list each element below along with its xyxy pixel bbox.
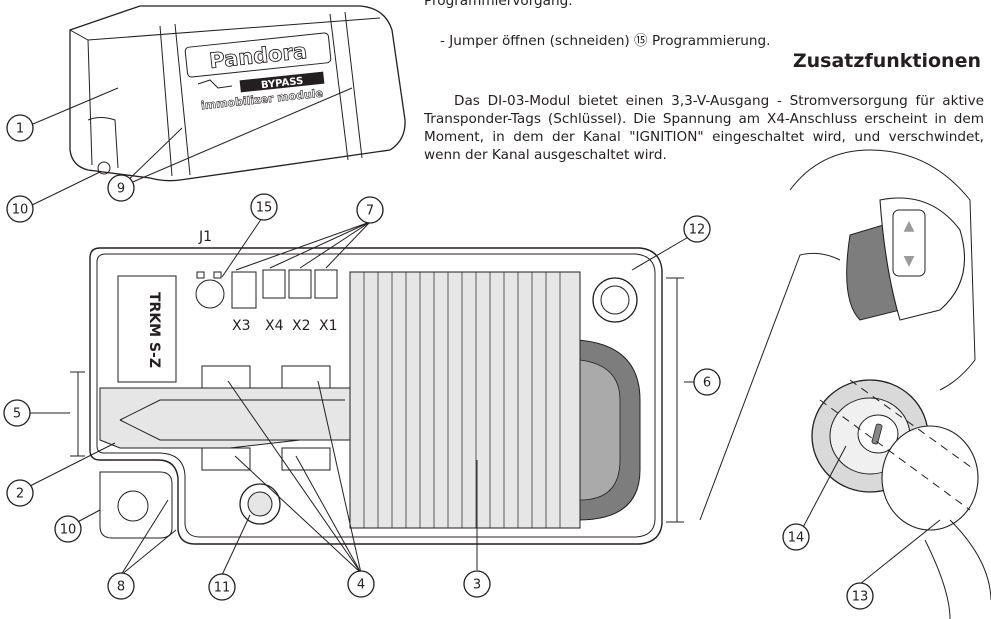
svg-text:10: 10: [12, 203, 29, 218]
board-illustration: TRKM S-Z: [70, 229, 684, 545]
callout-9: 9: [107, 174, 135, 202]
callout-4: 4: [347, 570, 375, 598]
text-jumper-instruction: - Jumper öffnen (schneiden) ⑮ Programmie…: [440, 33, 771, 49]
callout-3: 3: [463, 570, 491, 598]
svg-text:10: 10: [60, 523, 77, 538]
arrow-down-icon: ▼: [904, 253, 915, 269]
callout-14: 14: [782, 523, 810, 551]
connector-label-x4: X4: [265, 318, 284, 334]
callout-2: 2: [6, 479, 34, 507]
svg-text:9: 9: [117, 182, 125, 197]
callout-5: 5: [3, 399, 31, 427]
jumper-label: J1: [198, 229, 212, 245]
svg-text:2: 2: [16, 487, 24, 502]
section-heading: Zusatzfunktionen: [792, 50, 981, 72]
connector-label-x3: X3: [232, 318, 251, 334]
callout-12: 12: [683, 215, 711, 243]
svg-text:4: 4: [357, 578, 365, 593]
callout-8: 8: [107, 572, 135, 600]
svg-text:6: 6: [703, 376, 711, 391]
callout-11: 11: [208, 573, 236, 601]
svg-text:7: 7: [366, 204, 374, 219]
bypass-label: BYPASS: [260, 76, 303, 91]
callout-1: 1: [6, 114, 34, 142]
module-box-illustration: Pandora BYPASS immobilizer module: [69, 5, 406, 182]
callout-7: 7: [356, 196, 384, 224]
callout-6: 6: [693, 368, 721, 396]
callout-13: 13: [846, 582, 874, 610]
ignition-lock-illustration: ▲ ▼: [699, 149, 991, 619]
svg-text:11: 11: [214, 581, 231, 596]
callout-10-top: 10: [6, 195, 34, 223]
connector-label-x1: X1: [319, 318, 338, 334]
callout-10-bottom: 10: [54, 515, 82, 543]
svg-text:5: 5: [13, 407, 21, 422]
svg-text:8: 8: [117, 580, 125, 595]
svg-text:1: 1: [16, 122, 24, 137]
connector-label-x2: X2: [292, 318, 311, 334]
chip-label: TRKM S-Z: [146, 292, 162, 368]
svg-text:3: 3: [473, 578, 481, 593]
text-programmiervorgang: Programmiervorgang.: [424, 0, 573, 9]
section-paragraph: Das DI-03-Modul bietet einen 3,3-V-Ausga…: [424, 93, 984, 163]
callout-15: 15: [250, 193, 278, 221]
svg-text:13: 13: [852, 590, 869, 605]
svg-text:12: 12: [689, 223, 706, 238]
svg-text:14: 14: [788, 531, 805, 546]
arrow-up-icon: ▲: [904, 218, 915, 234]
svg-text:15: 15: [256, 201, 273, 216]
